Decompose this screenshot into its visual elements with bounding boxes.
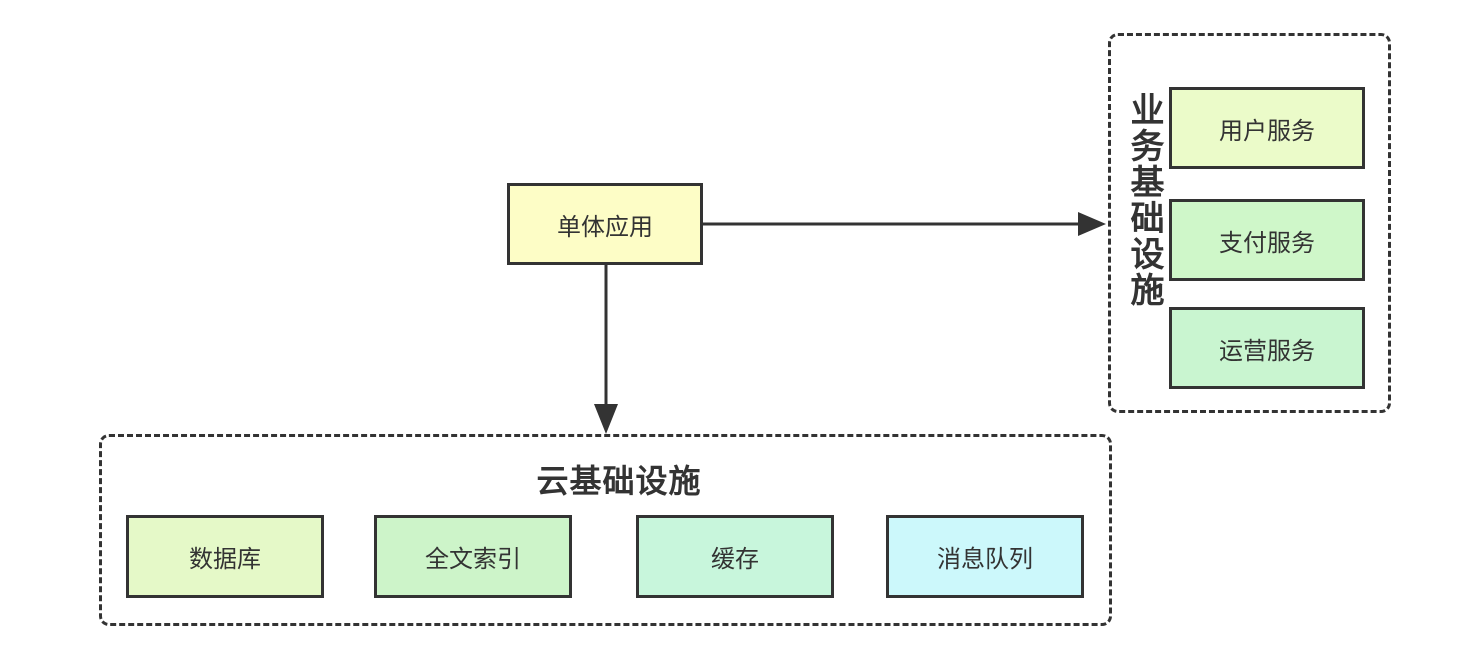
monolith-node[interactable]: 单体应用 (507, 183, 703, 265)
cloud-infra-title: 云基础设施 (536, 462, 702, 500)
service-node-user[interactable]: 用户服务 (1169, 87, 1365, 169)
arrowhead-down-icon (594, 404, 618, 434)
component-node-message-queue[interactable]: 消息队列 (886, 515, 1084, 598)
business-infra-title: 业务基础设施 (1124, 92, 1164, 308)
component-label: 全文索引 (425, 545, 521, 573)
component-label: 消息队列 (937, 545, 1033, 573)
arrow-to-cloud-infra (594, 264, 618, 434)
service-label: 运营服务 (1219, 336, 1315, 365)
monolith-label: 单体应用 (557, 212, 653, 241)
component-label: 数据库 (189, 545, 261, 573)
arrowhead-right-icon (1078, 212, 1106, 236)
component-node-database[interactable]: 数据库 (126, 515, 324, 598)
component-node-fulltext-index[interactable]: 全文索引 (374, 515, 572, 598)
business-infra-group (1108, 33, 1391, 413)
cloud-infra-group (99, 434, 1112, 626)
component-label: 缓存 (711, 545, 759, 573)
service-node-operations[interactable]: 运营服务 (1169, 307, 1365, 389)
service-label: 支付服务 (1219, 228, 1315, 257)
service-node-payment[interactable]: 支付服务 (1169, 199, 1365, 281)
arrow-to-business-infra (703, 212, 1106, 236)
component-node-cache[interactable]: 缓存 (636, 515, 834, 598)
service-label: 用户服务 (1219, 116, 1315, 145)
